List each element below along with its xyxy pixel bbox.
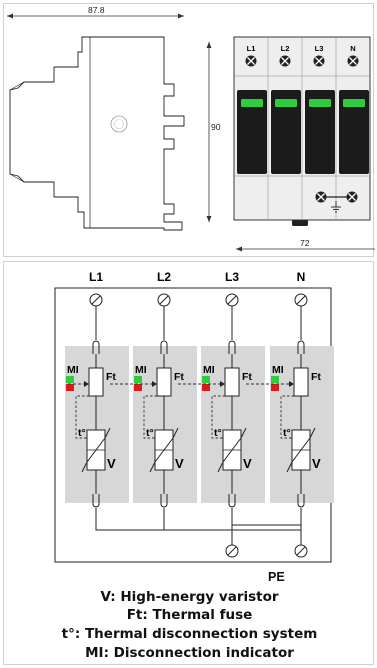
- line-label-l3: L3: [225, 270, 239, 284]
- thermal-fuse-symbol: [224, 367, 240, 397]
- terminal-label-l3: L3: [315, 44, 324, 53]
- wiring-schematic: L1 L2 L3 N MI Ft t° V MI Ft t° V MI Ft t° V MI Ft t° V: [54, 270, 334, 563]
- line-label-l1: L1: [89, 270, 103, 284]
- legend-thermal-fuse: Ft: Thermal fuse: [126, 607, 253, 623]
- t-label: t°: [78, 427, 86, 439]
- indicator-red-square: [66, 384, 74, 391]
- pe-screw-icon: [315, 191, 327, 203]
- status-window-green: [275, 99, 297, 107]
- legend-thermal-disconnection: t°: Thermal disconnection system: [61, 626, 318, 642]
- line-terminal-icon: [294, 293, 308, 307]
- arrow-down-icon: [206, 216, 212, 222]
- plug-contact-icon: [160, 340, 168, 354]
- din-rail-clip: [292, 220, 308, 226]
- side-profile-outline: [9, 36, 185, 231]
- legend-varistor: V: High-energy varistor: [100, 589, 279, 605]
- mi-label: MI: [135, 364, 147, 376]
- indicator-green-square: [66, 376, 74, 383]
- terminal-screw-icon: [313, 55, 325, 67]
- fuse-arrow-icon: [152, 381, 157, 387]
- thermal-fuse-symbol: [156, 367, 172, 397]
- t-label: t°: [146, 427, 154, 439]
- pe-bus-line: [95, 528, 301, 531]
- mi-label: MI: [67, 364, 79, 376]
- plug-contact-icon: [228, 494, 236, 508]
- line-label-l2: L2: [157, 270, 171, 284]
- plug-in-module: [237, 90, 267, 174]
- width-dimension-label: 87.8: [88, 5, 105, 15]
- terminal-label-l2: L2: [281, 44, 290, 53]
- spd-module-4: MI Ft t° V: [270, 340, 334, 508]
- indicator-green-square: [271, 376, 279, 383]
- dimension-drawing-panel: 87.8 90 L1 L2 L3 N: [3, 3, 375, 257]
- dimension-drawing: 87.8 90 L1 L2 L3 N: [7, 5, 375, 252]
- mi-label: MI: [272, 364, 284, 376]
- plug-contact-icon: [297, 494, 305, 508]
- indicator-red-square: [134, 384, 142, 391]
- plug-contact-icon: [92, 494, 100, 508]
- arrow-left-icon: [7, 13, 13, 19]
- fuse-arrow-icon: [84, 381, 89, 387]
- spd-module-1: MI Ft t° V: [65, 340, 129, 508]
- depth-dimension-label: 72: [300, 238, 310, 248]
- ft-label: Ft: [311, 371, 321, 383]
- fuse-arrow-icon: [289, 381, 294, 387]
- line-terminal-icon: [89, 293, 103, 307]
- plug-in-module: [305, 90, 335, 174]
- line-label-n: N: [297, 270, 306, 284]
- arrow-up-icon: [206, 42, 212, 48]
- terminal-label-l1: L1: [247, 44, 256, 53]
- terminal-label-n: N: [350, 44, 355, 53]
- height-dimension-label: 90: [211, 122, 221, 132]
- arrow-left-icon: [236, 246, 242, 252]
- v-label: V: [312, 456, 321, 471]
- plug-in-module: [271, 90, 301, 174]
- indicator-red-square: [202, 384, 210, 391]
- status-window-green: [309, 99, 331, 107]
- mi-label: MI: [203, 364, 215, 376]
- ground-icon: [331, 201, 341, 213]
- plug-contact-icon: [228, 340, 236, 354]
- ft-label: Ft: [174, 371, 184, 383]
- v-label: V: [243, 456, 252, 471]
- spd-module-3: MI Ft t° V: [201, 340, 265, 508]
- thermal-link-dashed: [75, 395, 89, 439]
- thermal-link-dashed: [280, 395, 294, 439]
- ft-label: Ft: [242, 371, 252, 383]
- plug-in-module: [339, 90, 369, 174]
- thermal-fuse-symbol: [293, 367, 309, 397]
- status-window-green: [343, 99, 365, 107]
- pe-terminal-icon: [294, 544, 308, 558]
- indicator-green-square: [202, 376, 210, 383]
- t-label: t°: [283, 427, 291, 439]
- pe-terminal-icon: [225, 544, 239, 558]
- legend-disconnection-indicator: MI: Disconnection indicator: [85, 645, 294, 661]
- v-label: V: [107, 456, 116, 471]
- ft-label: Ft: [106, 371, 116, 383]
- plug-contact-icon: [92, 340, 100, 354]
- pe-screw-icon: [346, 191, 358, 203]
- plug-contact-icon: [160, 494, 168, 508]
- arrow-right-icon: [178, 13, 184, 19]
- thermal-link-dashed: [211, 395, 225, 439]
- line-terminal-icon: [157, 293, 171, 307]
- spd-module-2: MI Ft t° V: [133, 340, 197, 508]
- manufacturer-seal-icon: [110, 115, 128, 133]
- thermal-fuse-symbol: [88, 367, 104, 397]
- thermal-link-dashed: [143, 395, 157, 439]
- indicator-green-square: [134, 376, 142, 383]
- t-label: t°: [214, 427, 222, 439]
- plug-contact-icon: [297, 340, 305, 354]
- terminal-screw-icon: [279, 55, 291, 67]
- terminal-screw-icon: [347, 55, 359, 67]
- indicator-red-square: [271, 384, 279, 391]
- terminal-screw-icon: [245, 55, 257, 67]
- v-label: V: [175, 456, 184, 471]
- line-terminal-icon: [225, 293, 239, 307]
- pe-label: PE: [268, 570, 285, 584]
- fuse-arrow-icon: [220, 381, 225, 387]
- status-window-green: [241, 99, 263, 107]
